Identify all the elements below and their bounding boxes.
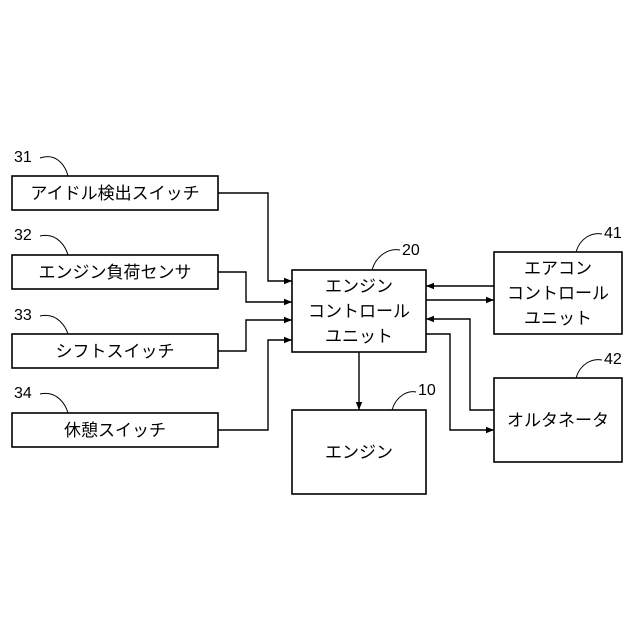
idle-switch-label: アイドル検出スイッチ: [30, 184, 199, 204]
rest-switch-label: 休憩スイッチ: [64, 421, 166, 441]
ref-20: 20: [402, 242, 420, 259]
ref-42-leader: [576, 360, 602, 378]
aircon-label-line-3: ユニット: [524, 309, 592, 329]
engine-load-sensor-label: エンジン負荷センサ: [39, 263, 192, 283]
ref-34: 34: [14, 385, 32, 402]
shift-switch-block: シフトスイッチ: [12, 334, 218, 368]
aircon-control-unit-block: エアコン コントロール ユニット: [494, 252, 622, 334]
engine-load-sensor-block: エンジン負荷センサ: [12, 255, 218, 289]
ref-41-leader: [576, 234, 602, 252]
engine-label: エンジン: [325, 443, 393, 463]
rest-switch-block: 休憩スイッチ: [12, 413, 218, 447]
ref-31-leader: [40, 157, 68, 176]
ref-32-leader: [40, 235, 68, 255]
aircon-label-line-1: エアコン: [524, 259, 592, 279]
ecu-to-alternator-line: [426, 334, 494, 430]
alternator-to-ecu-line: [426, 319, 494, 410]
shift-switch-label: シフトスイッチ: [56, 342, 175, 362]
ref-33-leader: [40, 315, 68, 334]
ref-10: 10: [418, 382, 436, 399]
alternator-block: オルタネータ: [494, 378, 622, 462]
ecu-label-line-1: エンジン: [325, 277, 393, 297]
engine-block: エンジン: [292, 410, 426, 494]
rest-switch-to-ecu-line: [218, 340, 292, 430]
ref-32: 32: [14, 227, 32, 244]
ecu-label-line-2: コントロール: [308, 302, 410, 322]
ref-41: 41: [604, 225, 622, 242]
engine-control-unit-block: エンジン コントロール ユニット: [292, 270, 426, 352]
shift-switch-to-ecu-line: [218, 320, 292, 351]
ref-33: 33: [14, 307, 32, 324]
ecu-label-line-3: ユニット: [325, 327, 393, 347]
ref-42: 42: [604, 351, 622, 368]
idle-switch-to-ecu-line: [218, 193, 292, 281]
idle-switch-block: アイドル検出スイッチ: [12, 176, 218, 210]
ref-10-leader: [392, 392, 416, 410]
load-sensor-to-ecu-line: [218, 272, 292, 302]
alternator-label: オルタネータ: [507, 411, 609, 431]
ref-20-leader: [372, 250, 400, 270]
ref-31: 31: [14, 149, 32, 166]
aircon-label-line-2: コントロール: [507, 284, 609, 304]
ref-34-leader: [40, 393, 68, 413]
